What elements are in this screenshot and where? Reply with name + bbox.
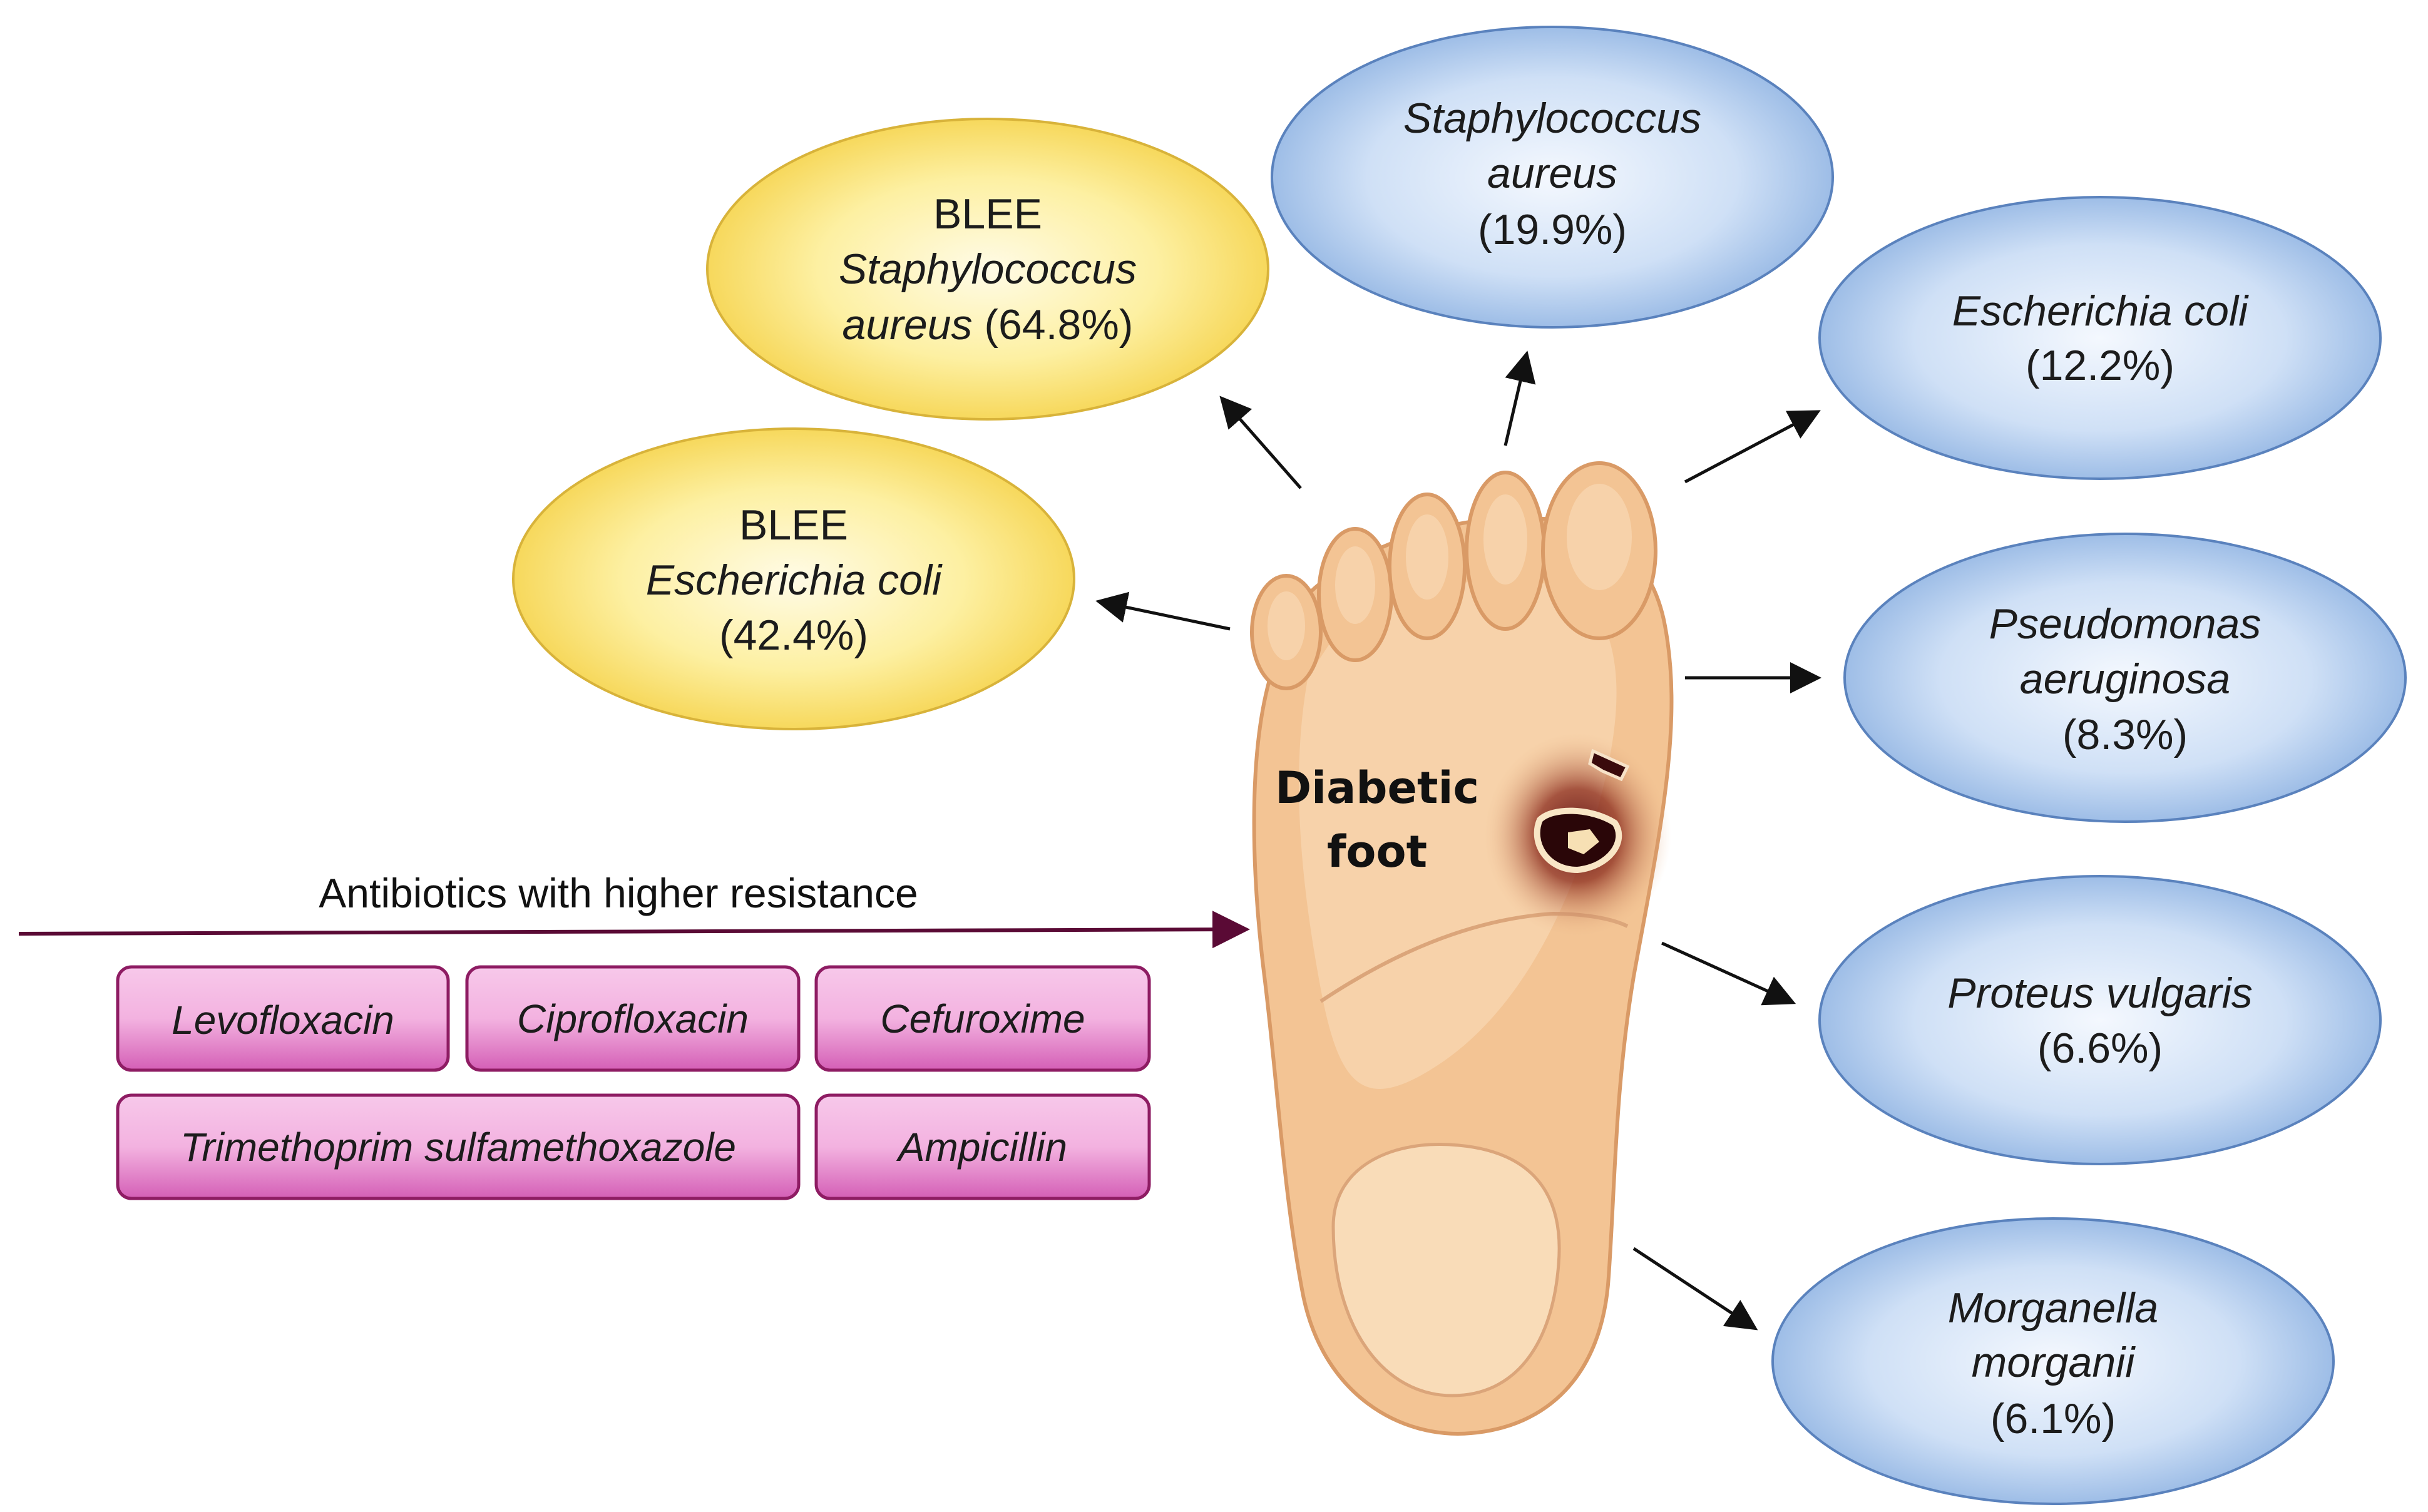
- blee-percentage: (42.4%): [719, 611, 868, 659]
- organism-name: Proteus vulgaris: [1947, 969, 2253, 1017]
- arrow-to-blee-staphylococcus: [1219, 396, 1302, 489]
- resistance-heading: Antibiotics with higher resistance: [319, 870, 918, 916]
- organism-name: Morganella: [1948, 1284, 2158, 1332]
- antibiotic-name: Ciprofloxacin: [517, 996, 749, 1041]
- arrows: [1095, 350, 1821, 1331]
- blee-organism-name: Escherichia coli: [646, 556, 943, 604]
- antibiotic-name: Levofloxacin: [172, 998, 394, 1043]
- organism-percentage: (19.9%): [1478, 206, 1627, 253]
- antibiotic-name: Cefuroxime: [880, 996, 1085, 1041]
- organism-name: Escherichia coli: [1952, 287, 2249, 335]
- diabetic-foot-label-line1: Diabetic: [1275, 762, 1479, 814]
- toes: [1250, 461, 1657, 690]
- resistance-arrow: [18, 911, 1250, 949]
- proteus-node: Proteus vulgaris (6.6%): [1818, 875, 2382, 1165]
- blee-organism-species: aureus: [843, 301, 973, 349]
- staphylococcus-node: Staphylococcus aureus (19.9%): [1271, 26, 1834, 329]
- organism-percentage: (12.2%): [2026, 342, 2174, 389]
- organism-percentage: (6.1%): [1990, 1395, 2116, 1443]
- antibiotic-box: Ampicillin: [814, 1093, 1151, 1200]
- morganella-node: Morganella morganii (6.1%): [1771, 1217, 2335, 1505]
- pseudomonas-node: Pseudomonas aeruginosa (8.3%): [1843, 533, 2407, 823]
- organism-percentage: (8.3%): [2062, 711, 2188, 759]
- organism-name-line2: aureus: [1487, 150, 1617, 197]
- arrow-to-staphylococcus: [1503, 350, 1536, 446]
- arrow-to-morganella: [1632, 1247, 1758, 1331]
- organism-name-line2: morganii: [1972, 1339, 2136, 1386]
- organism-name: Staphylococcus: [1403, 94, 1701, 142]
- organism-percentage: (6.6%): [2037, 1024, 2163, 1072]
- antibiotic-name: Ampicillin: [896, 1125, 1067, 1170]
- antibiotic-box: Cefuroxime: [814, 965, 1151, 1072]
- antibiotic-box: Levofloxacin: [116, 965, 450, 1072]
- antibiotic-box: Trimethoprim sulfamethoxazole: [116, 1093, 801, 1200]
- blee-organism-percentage: aureus (64.8%): [843, 301, 1134, 349]
- blee-staphylococcus-node: BLEE Staphylococcus aureus (64.8%): [706, 118, 1269, 421]
- organism-name-line2: aeruginosa: [2020, 655, 2230, 703]
- blee-label: BLEE: [933, 190, 1042, 238]
- blee-percentage: (64.8%): [972, 301, 1133, 349]
- organism-name: Pseudomonas: [1989, 600, 2262, 648]
- arrow-to-escherichia: [1684, 410, 1821, 484]
- antibiotic-name: Trimethoprim sulfamethoxazole: [180, 1125, 736, 1170]
- arrow-to-blee-escherichia: [1095, 591, 1231, 631]
- arrow-to-proteus: [1661, 941, 1796, 1006]
- blee-label: BLEE: [739, 501, 848, 549]
- blee-escherichia-node: BLEE Escherichia coli (42.4%): [512, 427, 1075, 730]
- antibiotic-box: Ciprofloxacin: [465, 965, 801, 1072]
- escherichia-node: Escherichia coli (12.2%): [1818, 196, 2382, 480]
- ulcer-wound: [1483, 732, 1671, 939]
- diabetic-foot-label-line2: foot: [1327, 826, 1427, 877]
- blee-organism-name: Staphylococcus: [839, 245, 1137, 293]
- foot-illustration: Diabetic foot: [1250, 461, 1674, 1436]
